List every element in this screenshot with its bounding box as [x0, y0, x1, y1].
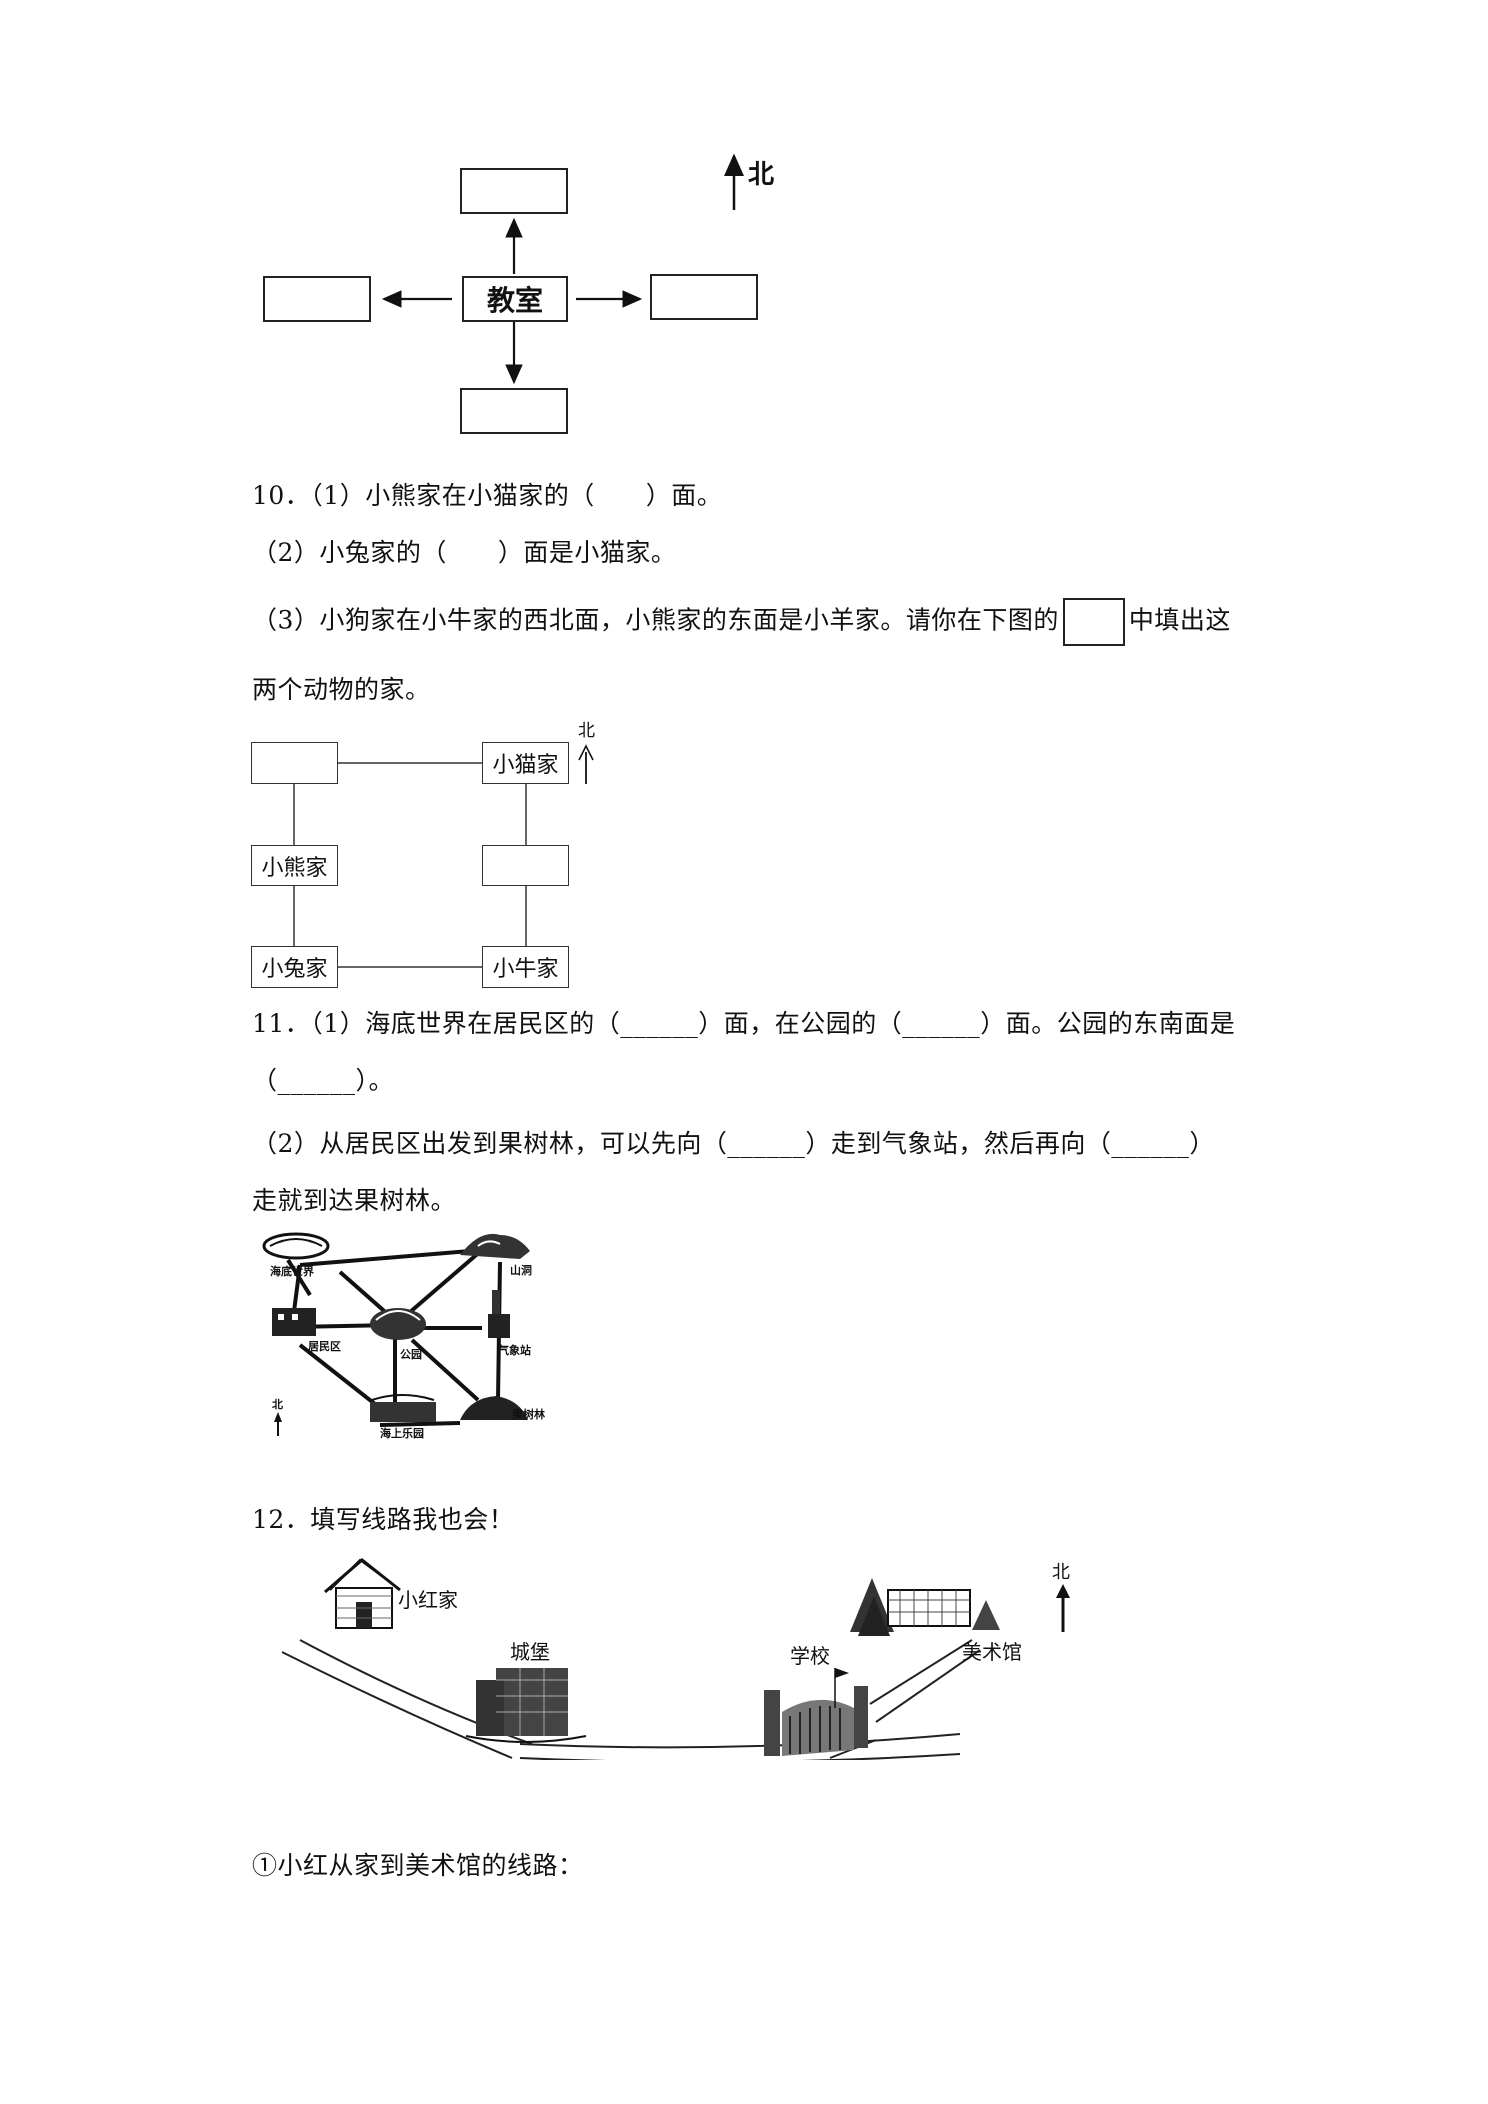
xiaohong-house-icon	[324, 1558, 401, 1629]
q10-line3-end: 中填出这	[1128, 605, 1231, 635]
map-north-label: 北	[272, 1398, 283, 1411]
map-label-park: 公园	[400, 1348, 422, 1361]
south-blank-box[interactable]	[460, 388, 568, 434]
east-blank-box[interactable]	[650, 274, 758, 320]
weather-station-icon	[488, 1290, 510, 1338]
map-label-weather-station: 气象站	[498, 1344, 531, 1357]
home-box-cow: 小牛家	[482, 946, 569, 988]
q11-line2: （______）。	[252, 1066, 395, 1095]
park-icon	[370, 1308, 426, 1340]
map-label-sea-park: 海上乐园	[380, 1427, 424, 1440]
cave-icon	[460, 1233, 530, 1259]
art-museum-icon	[850, 1578, 1000, 1636]
town-map-graphic	[262, 1232, 530, 1436]
q10-line3: （3）小狗家在小牛家的西北面，小熊家的东面是小羊家。请你在下图的 中填出这	[252, 598, 1231, 646]
direction-arrows	[381, 153, 744, 385]
route-picture-graphic	[281, 1558, 1070, 1760]
route-label-art-museum: 美术馆	[962, 1640, 1022, 1664]
q10-line3-start: （3）小狗家在小牛家的西北面，小熊家的东面是小羊家。请你在下图的	[252, 605, 1059, 635]
home-box-top-left[interactable]	[251, 742, 338, 784]
map-label-residential: 居民区	[308, 1340, 341, 1353]
route-label-xiaohong-home: 小红家	[398, 1588, 458, 1612]
classroom-label: 教室	[486, 284, 543, 317]
inline-answer-box	[1062, 598, 1125, 646]
home-box-cat: 小猫家	[482, 742, 569, 784]
homes-north-label: 北	[578, 721, 595, 741]
homes-connecting-lines	[293, 744, 594, 968]
classroom-box: 教室	[462, 276, 568, 322]
route-north-label: 北	[1052, 1562, 1070, 1583]
map-label-orchard: 果树林	[512, 1408, 545, 1421]
home-box-bear: 小熊家	[251, 845, 338, 886]
west-blank-box[interactable]	[263, 276, 371, 322]
q11-line4: 走就到达果树林。	[252, 1186, 457, 1215]
school-gate-icon	[764, 1668, 868, 1756]
q12-route-prompt: ①小红从家到美术馆的线路：	[252, 1851, 584, 1880]
north-blank-box[interactable]	[460, 168, 568, 214]
residential-icon	[272, 1308, 316, 1336]
sea-park-icon	[370, 1394, 436, 1422]
q10-line1: 10．（1）小熊家在小猫家的（ ）面。	[252, 481, 723, 510]
q11-line1: 11．（1）海底世界在居民区的（______）面，在公园的（______）面。公…	[252, 1009, 1236, 1038]
north-label: 北	[748, 160, 775, 190]
map-label-underwater-world: 海底世界	[270, 1265, 314, 1278]
underwater-world-icon	[262, 1232, 330, 1260]
q10-line4: 两个动物的家。	[252, 675, 431, 704]
route-label-castle: 城堡	[510, 1640, 550, 1664]
map-label-cave: 山洞	[510, 1264, 532, 1277]
q12-title: 12．填写线路我也会！	[252, 1505, 515, 1534]
home-box-mid-right[interactable]	[482, 845, 569, 886]
orchard-icon	[460, 1396, 528, 1420]
castle-icon	[465, 1668, 587, 1743]
q10-line2: （2）小兔家的（ ）面是小猫家。	[252, 538, 677, 567]
q11-line3: （2）从居民区出发到果树林，可以先向（______）走到气象站，然后再向（___…	[252, 1129, 1215, 1158]
home-box-rabbit: 小兔家	[251, 946, 338, 988]
route-label-school: 学校	[790, 1644, 830, 1668]
